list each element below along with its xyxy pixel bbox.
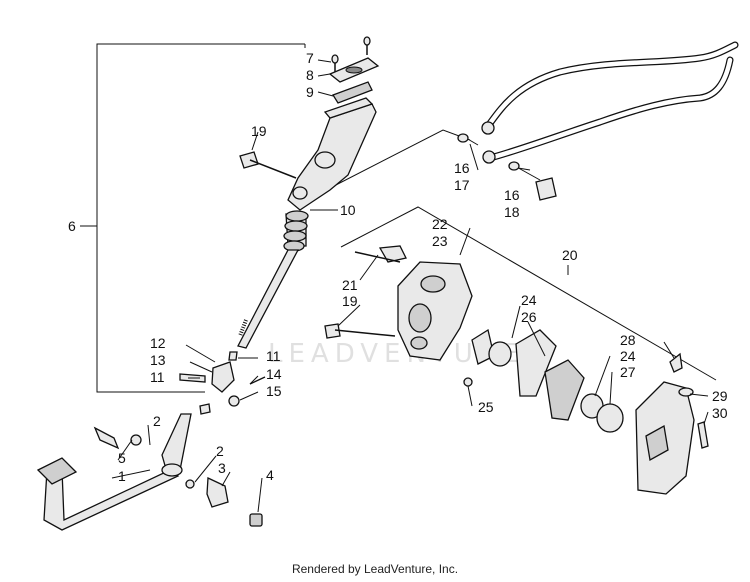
callout-2-upper: 2 [153,413,161,429]
callout-16-left: 16 [454,160,470,176]
callout-21: 21 [342,277,358,293]
callout-numbers: 7 8 9 19 10 6 16 17 16 18 22 23 20 21 19… [68,50,728,484]
callout-1: 1 [118,468,126,484]
assembly-bracket-20 [340,206,717,381]
callout-11-right: 11 [266,348,281,364]
callout-29: 29 [712,388,728,404]
callout-4: 4 [266,467,274,483]
brake-pads [515,329,624,433]
callout-22: 22 [432,216,448,232]
callout-17: 17 [454,177,470,193]
callout-13: 13 [150,352,166,368]
callout-11-left: 11 [150,369,165,385]
assembly-bracket-6 [80,43,306,393]
callout-9: 9 [306,84,314,100]
callout-10: 10 [340,202,356,218]
callout-5: 5 [118,450,126,466]
callout-7: 7 [306,50,314,66]
fittings [239,133,557,201]
caliper-body [635,352,709,495]
callout-16-right: 16 [504,187,520,203]
callout-26: 26 [521,309,537,325]
callout-20: 20 [562,247,578,263]
reservoir-cap-parts [328,36,380,104]
callout-leaders [111,59,709,513]
callout-2-lower: 2 [216,443,224,459]
callout-12: 12 [150,335,166,351]
callout-23: 23 [432,233,448,249]
callout-19-upper: 19 [251,123,267,139]
callout-8: 8 [306,67,314,83]
callout-6: 6 [68,218,76,234]
callout-19-lower: 19 [342,293,358,309]
callout-28: 28 [620,332,636,348]
callout-3: 3 [218,460,226,476]
callout-25: 25 [478,399,494,415]
master-cylinder [237,97,377,349]
callout-15: 15 [266,383,282,399]
footer-credit: Rendered by LeadVenture, Inc. [291,562,459,576]
callout-18: 18 [504,204,520,220]
callout-24-lower: 24 [620,348,636,364]
callout-30: 30 [712,405,728,421]
callout-24-upper: 24 [521,292,537,308]
caliper-bracket [324,245,512,387]
callout-14: 14 [266,366,282,382]
callout-27: 27 [620,364,636,380]
brake-hose [481,41,739,164]
